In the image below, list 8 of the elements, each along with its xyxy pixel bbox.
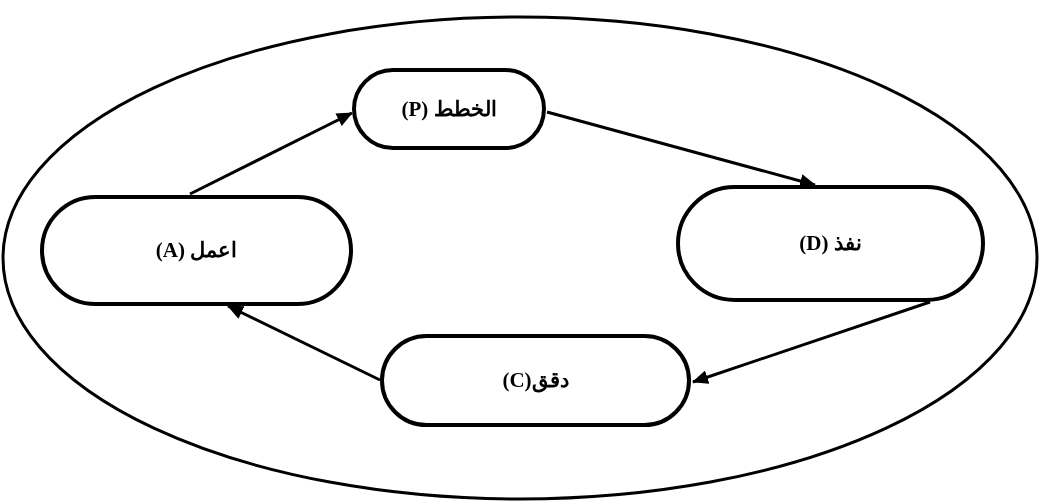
box-label: دقق(C) bbox=[502, 368, 569, 393]
arrow bbox=[227, 304, 381, 382]
box-label: اعمل (A) bbox=[155, 238, 238, 263]
box-label: الخطط (P) bbox=[401, 96, 497, 122]
arrow bbox=[546, 110, 816, 188]
arrow bbox=[692, 300, 931, 384]
arrow bbox=[189, 111, 353, 196]
box-label: نفذ (D) bbox=[799, 231, 862, 256]
